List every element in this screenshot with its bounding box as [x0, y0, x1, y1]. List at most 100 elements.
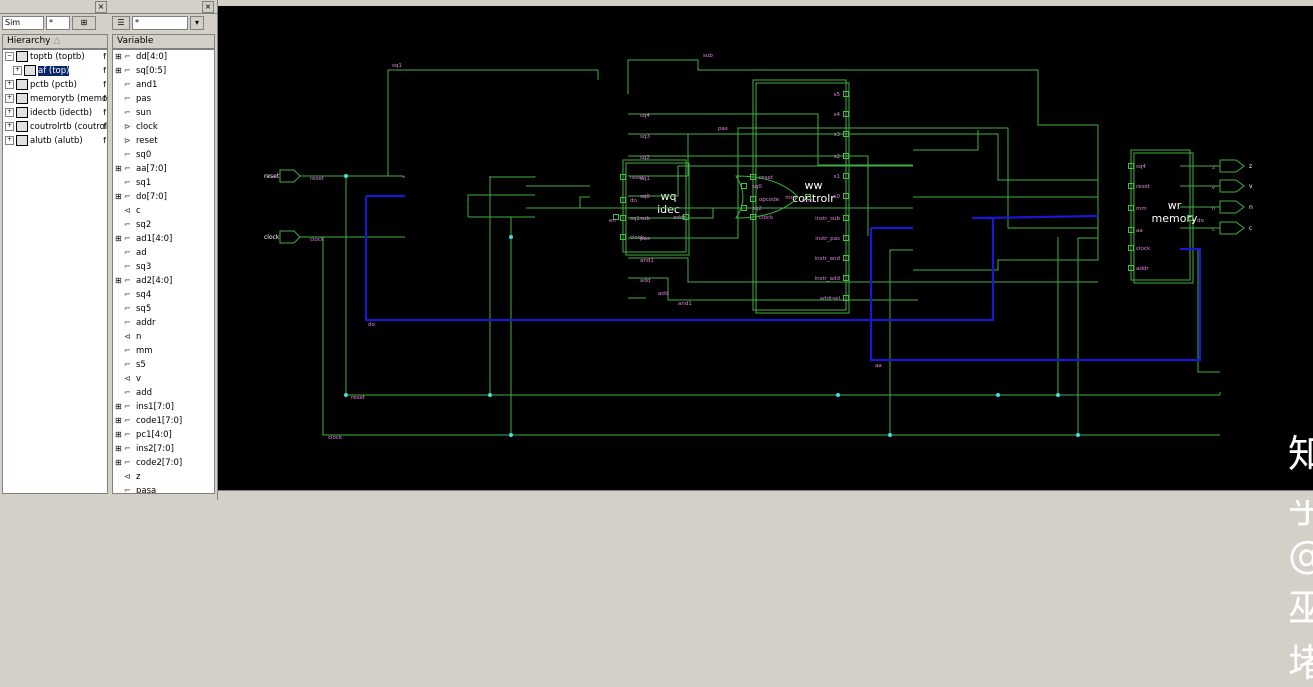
hierarchy-item[interactable]: +af (top)f	[3, 64, 107, 78]
out-signal-icon: ⊲	[124, 472, 131, 481]
net-label: sq4	[640, 113, 650, 119]
variable-item[interactable]: ⌐addr	[113, 316, 214, 330]
sort-up-icon: △	[53, 36, 61, 46]
variable-item[interactable]: ⊞⌐dd[4:0]	[113, 50, 214, 64]
input-port-name: reset	[264, 173, 280, 180]
variable-item[interactable]: ⊞⌐ins2[7:0]	[113, 442, 214, 456]
expand-toggle-icon[interactable]: +	[5, 108, 14, 117]
variable-item[interactable]: ⊞⌐sq[0:5]	[113, 64, 214, 78]
hierarchy-item[interactable]: −toptb (toptb)f	[3, 50, 107, 64]
variable-item[interactable]: ⊲v	[113, 372, 214, 386]
variable-item[interactable]: ⊞⌐ins1[7:0]	[113, 400, 214, 414]
wire-signal-icon: ⌐	[124, 388, 131, 397]
junction-dot	[344, 174, 348, 178]
junction-dot	[996, 393, 1000, 397]
hierarchy-header[interactable]: Hierarchy △	[2, 34, 108, 49]
horizontal-scrollbar[interactable]	[218, 490, 1313, 500]
variable-item[interactable]: ⊞⌐ad2[4:0]	[113, 274, 214, 288]
variable-item[interactable]: ⊳reset	[113, 134, 214, 148]
dropdown-icon[interactable]: ▾	[190, 16, 204, 30]
expand-toggle-icon[interactable]: ⊞	[115, 276, 122, 285]
hierarchy-item-flag: f	[103, 108, 106, 117]
wire	[628, 277, 918, 301]
variable-item[interactable]: ⌐sun	[113, 106, 214, 120]
expand-toggle-icon[interactable]: +	[5, 94, 14, 103]
variable-item[interactable]: ⌐sq1	[113, 176, 214, 190]
variable-item[interactable]: ⊞⌐ad1[4:0]	[113, 232, 214, 246]
variable-item[interactable]: ⌐ ad	[113, 246, 214, 260]
close-icon[interactable]: ×	[95, 0, 107, 13]
bus-signal-icon: ⌐	[124, 192, 131, 201]
variable-item[interactable]: ⊲c	[113, 204, 214, 218]
variable-item[interactable]: ⊲n	[113, 330, 214, 344]
expand-toggle-icon[interactable]: ⊞	[115, 430, 122, 439]
input-port-name: clock	[264, 234, 280, 241]
idec-block-shadow	[625, 162, 690, 256]
hierarchy-item[interactable]: +memorytb (memor...f	[3, 92, 107, 106]
expand-toggle-icon[interactable]: +	[5, 80, 14, 89]
variable-filter-input[interactable]: *	[132, 16, 188, 30]
hierarchy-item[interactable]: +idectb (idectb)f	[3, 106, 107, 120]
expand-toggle-icon[interactable]: ⊞	[115, 52, 122, 61]
list-view-icon[interactable]: ☰	[112, 16, 130, 30]
variable-item[interactable]: ⊞⌐do[7:0]	[113, 190, 214, 204]
variable-header[interactable]: Variable	[112, 34, 215, 49]
expand-toggle-icon[interactable]: ⊞	[115, 192, 122, 201]
variable-item[interactable]: ⌐s5	[113, 358, 214, 372]
variable-item-label: z	[136, 472, 141, 482]
wire	[322, 237, 1220, 436]
expand-toggle-icon[interactable]: ⊞	[115, 402, 122, 411]
variable-item[interactable]: ⌐pas	[113, 92, 214, 106]
variable-item[interactable]: ⊞⌐code2[7:0]	[113, 456, 214, 470]
wire-signal-icon: ⌐	[124, 248, 131, 257]
variable-item[interactable]: ⌐sq3	[113, 260, 214, 274]
variable-item[interactable]: ⌐add	[113, 386, 214, 400]
expand-toggle-icon[interactable]: ⊞	[115, 416, 122, 425]
variable-item[interactable]: ⌐mm	[113, 344, 214, 358]
output-port-name: z	[1249, 163, 1252, 170]
mode-select[interactable]: Sim	[2, 16, 44, 30]
junction-dot	[488, 393, 492, 397]
variable-item[interactable]: ⊳clock	[113, 120, 214, 134]
expand-toggle-icon[interactable]: ⊞	[115, 458, 122, 467]
variable-item[interactable]: ⌐pasa	[113, 484, 214, 493]
expand-toggle-icon[interactable]: ⊞	[115, 234, 122, 243]
expand-toggle-icon[interactable]: ⊞	[115, 444, 122, 453]
hierarchy-item[interactable]: +alutb (alutb)f	[3, 134, 107, 148]
wire	[913, 130, 979, 151]
schematic-svg[interactable]: wqidecresetdosq1clockaddrenwwcontrolrres…	[218, 0, 1313, 500]
hierarchy-toolbar: Sim * ⊞	[2, 15, 108, 31]
filter-input[interactable]: *	[46, 16, 70, 30]
expand-toggle-icon[interactable]: ⊞	[115, 66, 122, 75]
net-label: n	[1212, 206, 1216, 212]
variable-item[interactable]: ⊞⌐code1[7:0]	[113, 414, 214, 428]
variable-item[interactable]: ⌐sq5	[113, 302, 214, 316]
variable-list[interactable]: ⊞⌐dd[4:0]⊞⌐sq[0:5]⌐and1⌐pas⌐sun⊳clock⊳re…	[112, 49, 215, 494]
variable-item[interactable]: ⌐and1	[113, 78, 214, 92]
net-label: and1	[640, 258, 654, 264]
hierarchy-tree[interactable]: −toptb (toptb)f+af (top)f+pctb (pctb)f+m…	[2, 49, 108, 494]
expand-toggle-icon[interactable]: ⊞	[115, 164, 122, 173]
close-icon[interactable]: ×	[202, 0, 214, 13]
port-pin	[1128, 227, 1134, 233]
expand-toggle-icon[interactable]: +	[13, 66, 22, 75]
variable-item[interactable]: ⊞⌐pc1[4:0]	[113, 428, 214, 442]
hierarchy-item[interactable]: +coutrolrtb (coutrol...f	[3, 120, 107, 134]
module-icon	[16, 121, 28, 132]
expand-toggle-icon[interactable]: −	[5, 52, 14, 61]
wire	[387, 69, 599, 176]
variable-item[interactable]: ⊲z	[113, 470, 214, 484]
hierarchy-item[interactable]: +pctb (pctb)f	[3, 78, 107, 92]
gate-input-label: sq0	[752, 184, 762, 190]
variable-item[interactable]: ⌐sq2	[113, 218, 214, 232]
tree-view-icon[interactable]: ⊞	[72, 16, 96, 30]
variable-item[interactable]: ⌐sq0	[113, 148, 214, 162]
variable-item-label: ad	[136, 248, 147, 258]
variable-item[interactable]: ⊞⌐aa[7:0]	[113, 162, 214, 176]
port-pin	[843, 275, 849, 281]
expand-toggle-icon[interactable]: +	[5, 136, 14, 145]
variable-item[interactable]: ⌐sq4	[113, 288, 214, 302]
port-pin	[843, 193, 849, 199]
expand-toggle-icon[interactable]: +	[5, 122, 14, 131]
